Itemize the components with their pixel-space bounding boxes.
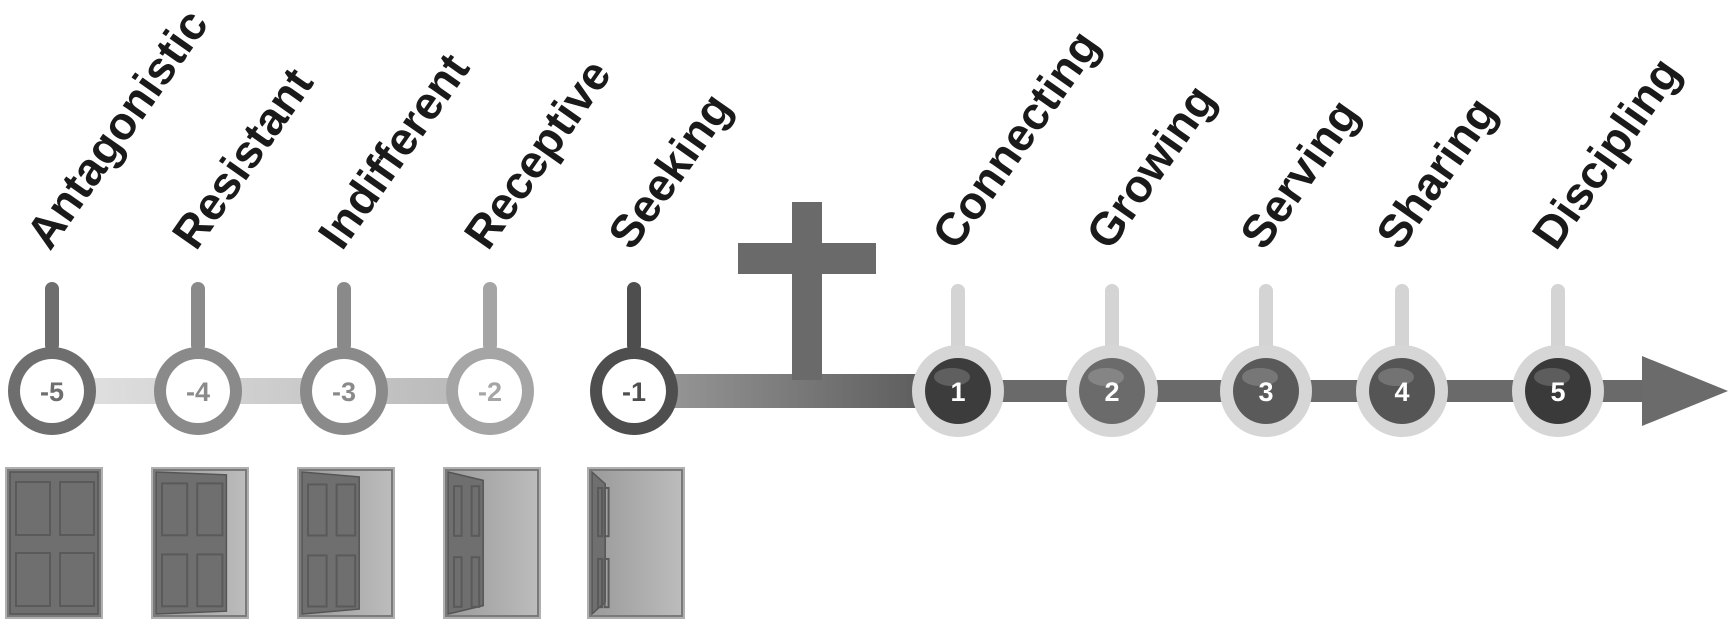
stage-label: Seeking [598,83,742,257]
marker-center [458,359,522,423]
stage-label: Resistant [162,58,323,257]
marker-number: -2 [478,377,502,407]
stage-label: Serving [1230,90,1369,258]
marker-stem [1395,284,1409,354]
marker-number: -4 [186,377,210,407]
door-icon [151,467,249,619]
marker-center [602,359,666,423]
marker-number: -1 [622,377,646,407]
marker-center [1233,358,1299,424]
cross-icon [738,202,876,380]
door-icon [443,467,541,619]
marker-center [312,359,376,423]
stage-before-5: Seeking -1 [587,83,742,619]
marker-center [166,359,230,423]
marker-number: 5 [1550,377,1565,407]
marker-number: -3 [332,377,356,407]
marker-stem [483,282,497,352]
stage-label: Indifferent [308,44,480,258]
marker-center [1525,358,1591,424]
marker-stem [191,282,205,352]
marker-stem [1105,284,1119,354]
door-icon [5,467,103,619]
timeline-bar-before [40,378,480,404]
marker-center [20,359,84,423]
door-icon [587,467,685,619]
marker-center [1079,358,1145,424]
marker-stem [337,282,351,352]
marker-number: 4 [1394,377,1409,407]
marker-number: 1 [950,377,965,407]
marker-stem [1551,284,1565,354]
door-icon [297,467,395,619]
marker-stem [951,284,965,354]
stage-label: Receptive [454,50,621,258]
arrow-head-icon [1642,356,1728,426]
marker-stem [627,282,641,352]
stage-label: Sharing [1366,88,1507,258]
marker-stem [1259,284,1273,354]
stage-label: Growing [1076,75,1226,258]
marker-number: 3 [1258,377,1273,407]
marker-number: 2 [1104,377,1119,407]
marker-center [925,358,991,424]
marker-center [1369,358,1435,424]
stage-label: Discipling [1522,48,1691,258]
marker-number: -5 [40,377,64,407]
marker-stem [45,282,59,352]
